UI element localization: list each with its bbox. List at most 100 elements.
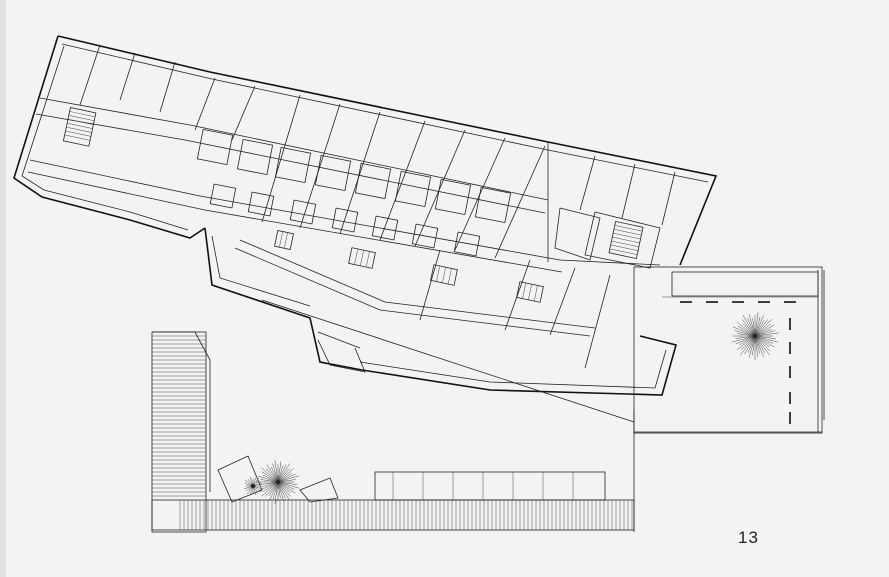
hatch-line [274,481,279,504]
hatch-line [754,335,776,339]
hatch-line [754,332,779,337]
hatch-line [748,314,756,337]
hatch-line [269,481,279,501]
hatch-line [270,466,279,483]
hatch-line [754,335,760,354]
hatch-line [754,335,774,344]
hatch-line [747,317,756,337]
hatch-line [265,481,279,497]
hatch-line [734,330,756,337]
hatch-line [754,323,771,337]
hatch-line [754,335,771,352]
hatch-line [739,335,756,346]
hatch-line [754,335,770,356]
hatch-line [266,468,279,483]
hatch-line [737,333,756,337]
hatch-line [277,472,293,483]
hatch-line [259,481,279,491]
hatch-line [736,322,756,337]
hatch-line [754,328,772,337]
hatch-line [277,479,296,483]
bathroom-cores [196,128,512,257]
hatch-line [266,464,279,483]
hatch-line [277,464,287,483]
hatch-line [735,335,756,339]
page-number: 13 [738,528,759,547]
hatch-line [752,335,756,356]
garden-pads [217,455,339,503]
hatch-line [742,323,756,337]
hatch-line [752,318,756,337]
hatch-line [754,335,775,348]
hatch-line [754,335,779,343]
hatch-line [261,481,279,497]
hatch-line [277,461,282,483]
hatch-line [277,481,291,493]
hatch-line [258,481,279,485]
hatch-line [272,481,279,500]
hatch-line [754,315,764,337]
hatch-line [754,317,761,337]
hatch-line [277,468,290,483]
hatch-line [741,335,756,350]
hatch-line [731,335,756,343]
parking-row [374,471,606,501]
hatch-line [754,335,765,354]
hatch-line [274,460,279,483]
hatch-line [262,481,279,492]
hatch-line [277,481,281,499]
hatch-line [742,319,756,337]
hatch-line [754,335,770,348]
page-edge-shadow [0,0,6,577]
tree-trunk [251,484,255,488]
hatch-line [277,481,296,494]
left-terrace [151,331,635,533]
hatch-line [754,330,776,337]
hatch-line [747,335,756,353]
tree-trunk [276,480,280,484]
lower-wing [204,227,677,423]
hatch-line [277,481,295,490]
hatch-line [262,481,279,487]
hatch-line [742,315,756,337]
hatch-line [277,475,300,483]
hatch-line [754,335,764,357]
staircases [62,107,644,303]
hatch-line [277,481,291,501]
hatch-line [754,318,773,337]
tree-trunk [753,334,757,338]
hatch-line [736,335,756,350]
hatch-line [261,471,279,483]
hatch-line [272,463,279,483]
hatch-line [277,481,285,502]
hatch-line [277,466,283,483]
hatch-line [740,335,756,356]
hatch-line [277,468,294,483]
hatch-line [754,312,759,337]
courtyard-tree [731,312,779,360]
hatch-line [744,335,756,355]
right-courtyard-building [633,266,825,434]
hatch-line [732,326,756,337]
hatch-line [735,335,756,345]
hatch-line [754,320,765,337]
hatch-line [754,335,758,357]
main-building-block [13,35,718,273]
hatch-line [277,473,296,483]
hatch-line [277,481,286,499]
hatch-line [277,481,298,485]
hatch-line [277,481,291,497]
hatch-line [737,326,756,337]
hatch-line [268,481,279,497]
hatch-line [754,319,768,337]
hatch-line [260,479,279,483]
hatch-line [277,463,291,483]
hatch-line [262,474,279,483]
garden-tree-small [244,477,262,495]
hatch-line [748,335,756,358]
hatch-line [261,467,279,483]
room-partitions [79,44,676,369]
hatch-line [277,481,300,489]
hatch-line [754,324,775,337]
